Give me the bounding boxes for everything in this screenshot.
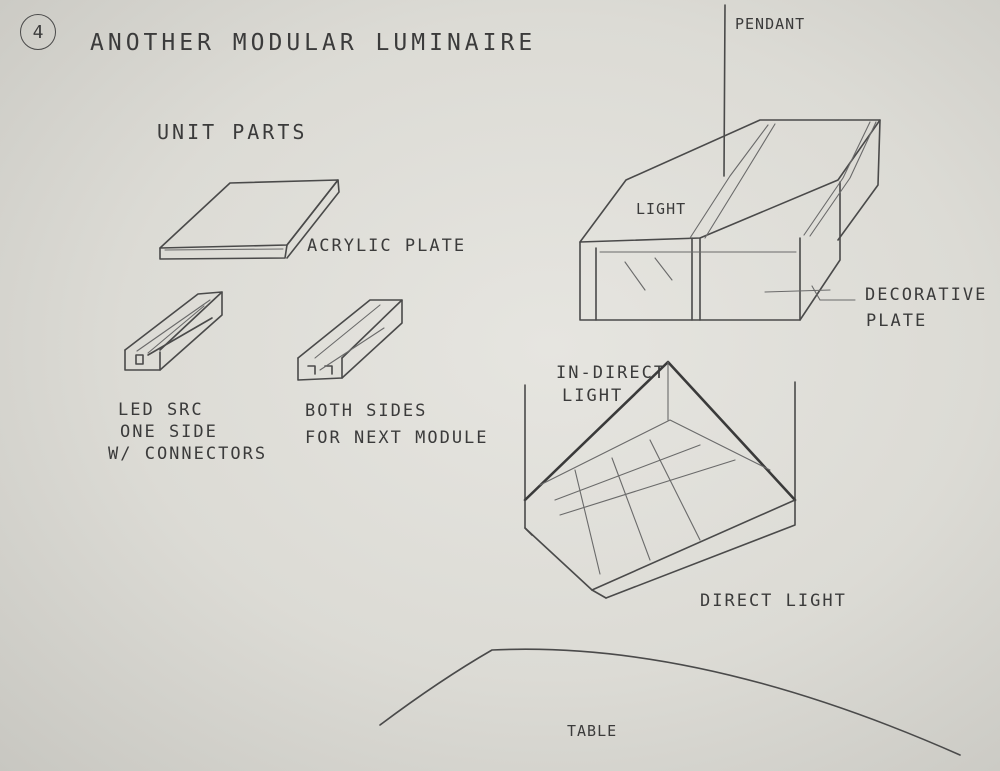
label-table: TABLE: [567, 722, 618, 740]
label-both-sides: BOTH SIDES: [305, 401, 428, 421]
both-sides-rail-sketch: [297, 299, 403, 381]
label-indirect-light: LIGHT: [562, 386, 624, 406]
page-number: 4: [20, 14, 56, 50]
label-one-side: ONE SIDE: [120, 422, 218, 442]
label-pendant: PENDANT: [735, 15, 806, 33]
label-indirect: IN-DIRECT: [556, 363, 667, 383]
label-led-src: LED SRC: [118, 400, 204, 420]
pendant-module-sketch: [579, 119, 881, 321]
label-direct-light: DIRECT LIGHT: [700, 591, 847, 611]
sketch-title: ANOTHER MODULAR LUMINAIRE: [90, 30, 537, 56]
direct-light-module-sketch: [523, 360, 797, 599]
table-edge: [379, 648, 961, 756]
label-next-module: FOR NEXT MODULE: [305, 428, 489, 448]
label-connectors: W/ CONNECTORS: [108, 444, 268, 464]
pendant-wire: [723, 4, 726, 177]
label-acrylic-plate: ACRYLIC PLATE: [307, 236, 467, 256]
acrylic-plate-sketch: [159, 179, 340, 260]
led-rail-sketch: [124, 291, 223, 371]
label-plate: PLATE: [866, 311, 928, 331]
section-heading: UNIT PARTS: [157, 120, 308, 144]
label-decorative: DECORATIVE: [865, 285, 988, 305]
label-light: LIGHT: [636, 200, 687, 218]
